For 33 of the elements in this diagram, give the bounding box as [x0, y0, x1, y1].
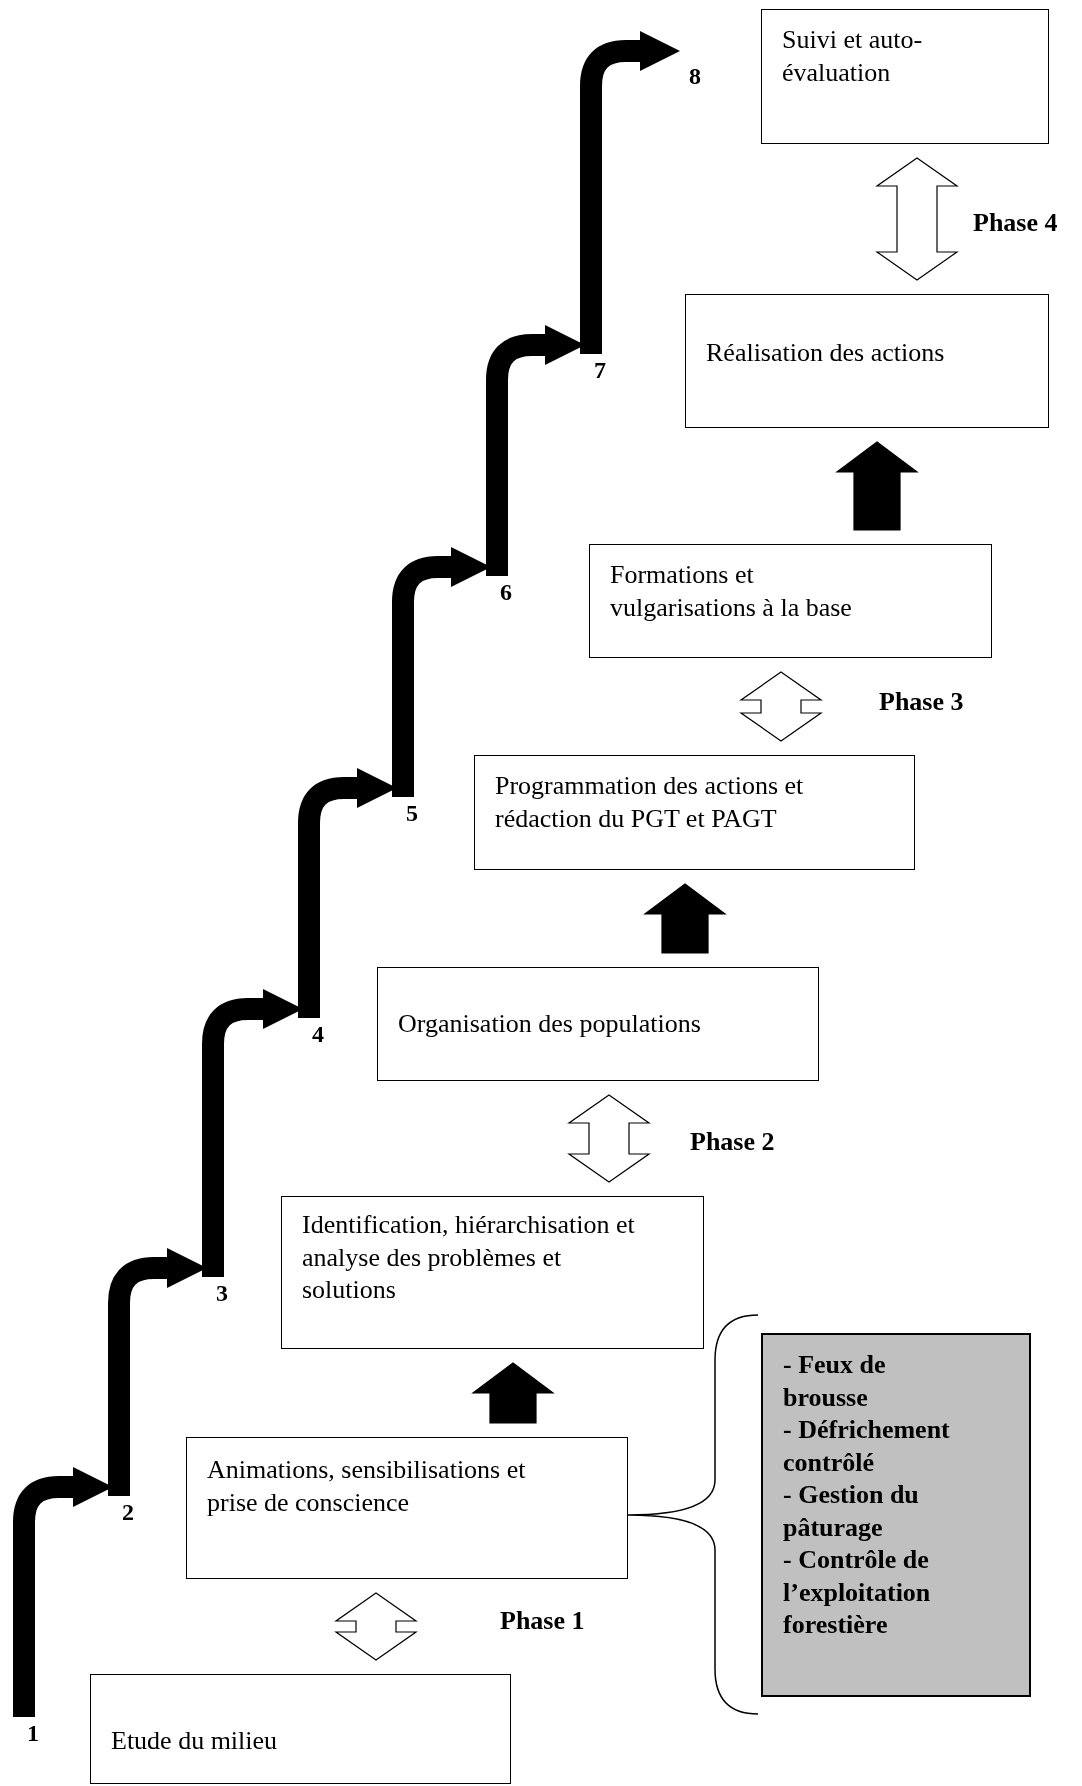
list-item: - Défrichement contrôlé: [783, 1414, 951, 1479]
double-arrow: [334, 1592, 418, 1661]
phase-label: Phase 2: [690, 1129, 775, 1155]
block-arrow: [471, 1362, 555, 1424]
step-number: 7: [594, 358, 606, 382]
step-number: 4: [312, 1022, 324, 1046]
step-number: 1: [27, 1721, 39, 1745]
process-box: Etude du milieu: [90, 1674, 511, 1784]
step-number: 2: [122, 1500, 134, 1524]
double-arrow: [739, 671, 823, 742]
step-number: 5: [406, 801, 418, 825]
process-box: Programmation des actions et rédaction du PGT et PAGT: [474, 755, 915, 870]
step-number: 3: [216, 1281, 228, 1305]
block-arrow: [643, 883, 727, 954]
list-item: - Gestion du pâturage: [783, 1479, 920, 1544]
list-item: - Feux de brousse: [783, 1349, 887, 1414]
phase-label: Phase 4: [973, 210, 1058, 236]
curved-arrow: [580, 31, 680, 354]
note-box: [761, 1333, 1031, 1697]
step-number: 6: [500, 580, 512, 604]
process-box: Formations et vulgarisations à la base: [589, 544, 992, 658]
process-box: Organisation des populations: [377, 967, 819, 1081]
block-arrow: [835, 441, 919, 531]
phase-label: Phase 1: [500, 1608, 585, 1634]
list-item: - Contrôle de l’exploitation forestière: [783, 1544, 932, 1641]
process-box: Animations, sensibilisations et prise de conscience: [186, 1437, 628, 1579]
double-arrow: [875, 157, 959, 281]
process-box: Identification, hiérarchisation et analyse des problèmes et solutions: [281, 1196, 704, 1349]
process-box: Suivi et auto-évaluation: [761, 9, 1049, 144]
process-box: Réalisation des actions: [685, 294, 1049, 428]
step-number: 8: [689, 64, 701, 88]
double-arrow: [567, 1094, 651, 1183]
phase-label: Phase 3: [879, 689, 964, 715]
